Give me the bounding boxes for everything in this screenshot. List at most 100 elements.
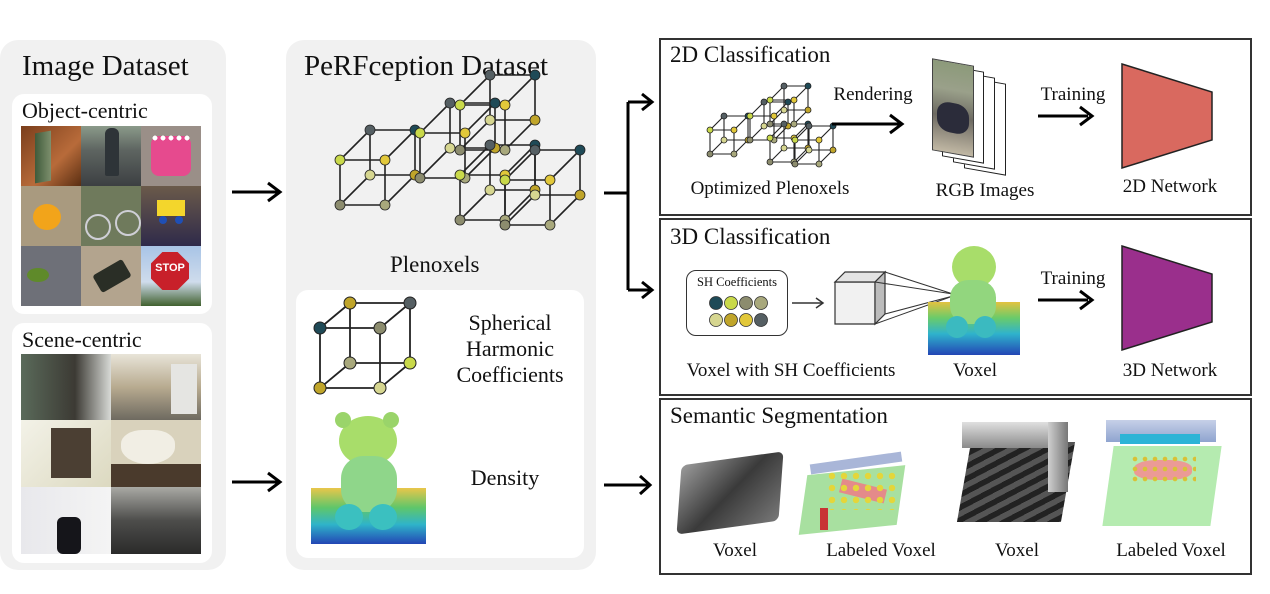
lattice-edge [549, 149, 581, 181]
seg-voxel-2-image [956, 412, 1076, 532]
thumb-stop-sign: STOP [141, 246, 201, 306]
sh-coefficient-dot [739, 313, 753, 327]
arrow-to-segmentation [604, 474, 653, 496]
voxel-with-sh-label: Voxel with SH Coefficients [686, 360, 896, 381]
lattice-node [364, 124, 376, 136]
lattice-node [444, 142, 456, 154]
lattice-node [706, 126, 714, 134]
thumb-toy-truck [141, 186, 201, 246]
plenoxels-grid-diagram [334, 69, 586, 231]
lattice-node [746, 112, 754, 120]
thumb-broccoli [21, 246, 81, 306]
stop-sign-text: STOP [155, 262, 185, 274]
thumb-phone [81, 246, 141, 306]
sh-node [403, 356, 417, 370]
thumb-office-desk [111, 487, 201, 554]
thumb-bedroom [21, 354, 111, 420]
lattice-node [414, 172, 426, 184]
sh-coefficient-dot [739, 296, 753, 310]
seg-labeled-voxel-2-image [1100, 410, 1225, 535]
voxel-label-3d: Voxel [953, 360, 997, 381]
lattice-node [760, 98, 768, 106]
lattice-node [454, 169, 466, 181]
lattice-node [454, 99, 466, 111]
lattice-edge [459, 74, 491, 106]
thumb-bicycle [81, 186, 141, 246]
lattice-node [574, 189, 586, 201]
branch-arrow-to-classification [604, 92, 655, 300]
lattice-node [791, 160, 799, 168]
lattice-edge [459, 189, 491, 221]
lattice-node [720, 136, 728, 144]
thumb-office-corner [21, 487, 111, 554]
lattice-edge [339, 129, 371, 161]
lattice-edge [419, 102, 451, 134]
image-dataset-title: Image Dataset [22, 50, 189, 82]
density-teddy-image [311, 408, 426, 544]
2d-classification-title: 2D Classification [670, 42, 831, 67]
lattice-node [805, 122, 813, 130]
lattice-node [804, 106, 812, 114]
sh-coefficient-dot [754, 313, 768, 327]
thumb-pink-cake [141, 126, 201, 186]
lattice-node [815, 136, 823, 144]
thumb-sink [111, 420, 201, 487]
lattice-node [529, 69, 541, 81]
lattice-node [760, 122, 768, 130]
lattice-edge [319, 362, 351, 389]
lattice-node [766, 120, 774, 128]
rgb-images-label: RGB Images [935, 180, 1035, 201]
lattice-node [790, 120, 798, 128]
lattice-node [829, 146, 837, 154]
lattice-node [459, 127, 471, 139]
lattice-edge [379, 362, 411, 389]
lattice-node [484, 69, 496, 81]
sh-coefficient-dots [709, 296, 768, 327]
seg-label-labeled-voxel-1: Labeled Voxel [826, 540, 936, 561]
lattice-node [766, 96, 774, 104]
lattice-node [720, 112, 728, 120]
lattice-node [746, 136, 754, 144]
2d-network-label: 2D Network [1122, 176, 1218, 197]
thumb-parking-meter [81, 126, 141, 186]
lattice-node [499, 219, 511, 231]
lattice-node [791, 136, 799, 144]
lattice-node [484, 114, 496, 126]
sh-label-line-3: Coefficients [456, 362, 564, 387]
lattice-edge [459, 119, 491, 151]
sh-node [313, 321, 327, 335]
lattice-edge [384, 129, 416, 161]
lattice-node [780, 120, 788, 128]
2d-network-trapezoid [1121, 62, 1213, 170]
lattice-edge [379, 302, 411, 329]
density-label: Density [470, 465, 540, 490]
sh-coefficient-dot [724, 296, 738, 310]
lattice-node [529, 189, 541, 201]
lattice-node [574, 144, 586, 156]
lattice-node [706, 150, 714, 158]
lattice-node [484, 184, 496, 196]
voxel-teddy-image [928, 240, 1020, 355]
rendering-label: Rendering [833, 84, 913, 105]
3d-network-trapezoid [1121, 244, 1213, 352]
sh-to-voxel-arrow [792, 297, 825, 309]
sh-node [373, 321, 387, 335]
optimized-plenoxels-diagram [706, 82, 837, 168]
lattice-node [499, 174, 511, 186]
scene-centric-grid [21, 354, 201, 554]
sh-coefficient-dot [709, 313, 723, 327]
object-centric-label: Object-centric [22, 98, 148, 123]
lattice-node [529, 114, 541, 126]
sh-cube-diagram [313, 296, 417, 395]
lattice-node [444, 97, 456, 109]
seg-label-labeled-voxel-2: Labeled Voxel [1116, 540, 1226, 561]
lattice-edge [319, 302, 351, 329]
lattice-node [780, 106, 788, 114]
sh-node [373, 381, 387, 395]
lattice-node [770, 112, 778, 120]
lattice-node [379, 199, 391, 211]
lattice-node [499, 144, 511, 156]
perfception-title: PeRFception Dataset [304, 50, 549, 82]
lattice-node [805, 146, 813, 154]
sh-label-line-1: Spherical [468, 310, 552, 335]
